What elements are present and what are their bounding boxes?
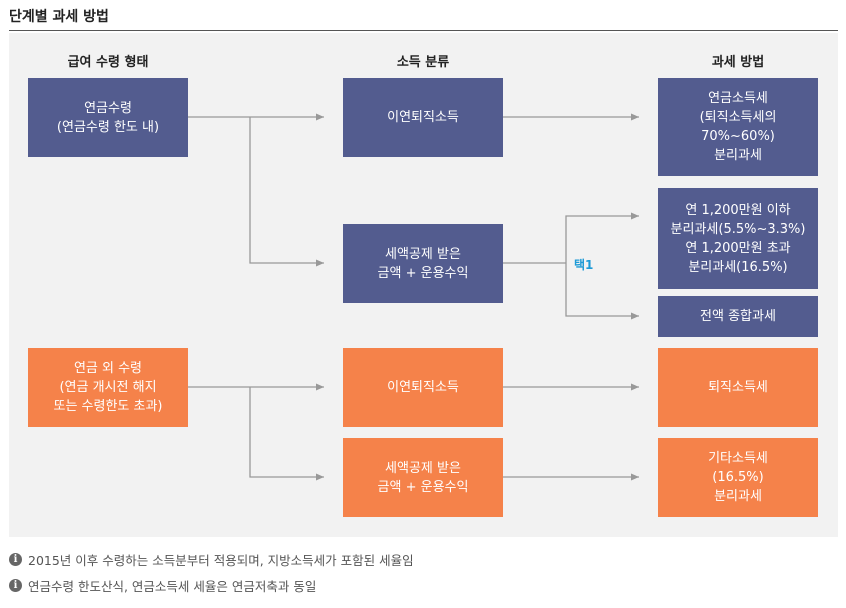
box-line: 세액공제 받은 (385, 460, 461, 476)
box-line: 연 1,200만원 초과 (685, 240, 791, 256)
box-retirement-income-tax: 퇴직소득세 (658, 348, 818, 427)
box-line: 금액 + 운용수익 (377, 479, 469, 495)
box-line: (연금수령 한도 내) (56, 119, 160, 135)
box-line: 또는 수령한도 초과) (53, 399, 163, 414)
box-line: 분리과세 (714, 148, 762, 163)
box-line: 이연퇴직소득 (387, 380, 459, 395)
box-other-income-tax: 기타소득세 (16.5%) 분리과세 (658, 438, 818, 517)
box-line: 연금소득세 (708, 91, 768, 106)
box-pension-outside-limit: 연금 외 수령 (연금 개시전 해지 또는 수령한도 초과) (28, 348, 188, 427)
box-line: 기타소득세 (708, 451, 768, 466)
note-item: i 2015년 이후 수령하는 소득분부터 적용되며, 지방소득세가 포함된 세… (9, 550, 414, 569)
box-line: 금액 + 운용수익 (377, 265, 469, 281)
box-line: (16.5%) (712, 470, 764, 485)
box-separate-taxation-options: 연 1,200만원 이하 분리과세(5.5%~3.3%) 연 1,200만원 초… (658, 188, 818, 289)
header-income-class: 소득 분류 (396, 55, 450, 70)
box-line: (퇴직소득세의 (699, 110, 777, 125)
arrow-branch-to-comprehensive (565, 263, 639, 320)
box-line: 이연퇴직소득 (387, 110, 459, 125)
box-line: 연금 외 수령 (73, 361, 143, 376)
box-pension-income-tax: 연금소득세 (퇴직소득세의 70%~60%) 분리과세 (658, 78, 818, 176)
box-pension-within-limit: 연금수령 (연금수령 한도 내) (28, 78, 188, 157)
box-deferred-retirement-income: 이연퇴직소득 (343, 78, 503, 157)
branch-choose-one-label: 택1 (574, 258, 594, 272)
box-line: 전액 종합과세 (700, 309, 776, 324)
page-title: 단계별 과세 방법 (9, 9, 109, 25)
box-line: 연 1,200만원 이하 (685, 202, 791, 218)
box-line: 분리과세 (714, 489, 762, 504)
title-divider (9, 30, 838, 31)
info-icon: i (9, 579, 22, 592)
box-tax-deducted-amount-returns: 세액공제 받은 금액 + 운용수익 (343, 224, 503, 303)
box-line: 분리과세(5.5%~3.3%) (670, 221, 806, 237)
box-deferred-retirement-income: 이연퇴직소득 (343, 348, 503, 427)
arrow-outside-to-deducted (249, 387, 324, 481)
note-text: 2015년 이후 수령하는 소득분부터 적용되며, 지방소득세가 포함된 세율임 (28, 553, 414, 568)
note-text: 연금수령 한도산식, 연금소득세 세율은 연금저축과 동일 (28, 579, 317, 594)
box-line: 70%~60%) (701, 129, 775, 144)
box-line: 분리과세(16.5%) (688, 259, 788, 275)
header-receive-type: 급여 수령 형태 (67, 55, 149, 70)
box-line: 퇴직소득세 (708, 380, 768, 395)
arrow-pension-to-deducted (249, 117, 324, 267)
box-comprehensive-taxation: 전액 종합과세 (658, 296, 818, 337)
box-line: 세액공제 받은 (385, 246, 461, 262)
box-line: (연금 개시전 해지 (59, 380, 157, 395)
arrow-branch-to-separate (565, 212, 639, 263)
header-tax-method: 과세 방법 (711, 55, 765, 70)
info-icon: i (9, 553, 22, 566)
box-line: 연금수령 (84, 100, 132, 116)
box-tax-deducted-amount-returns: 세액공제 받은 금액 + 운용수익 (343, 438, 503, 517)
note-item: i 연금수령 한도산식, 연금소득세 세율은 연금저축과 동일 (9, 576, 316, 595)
